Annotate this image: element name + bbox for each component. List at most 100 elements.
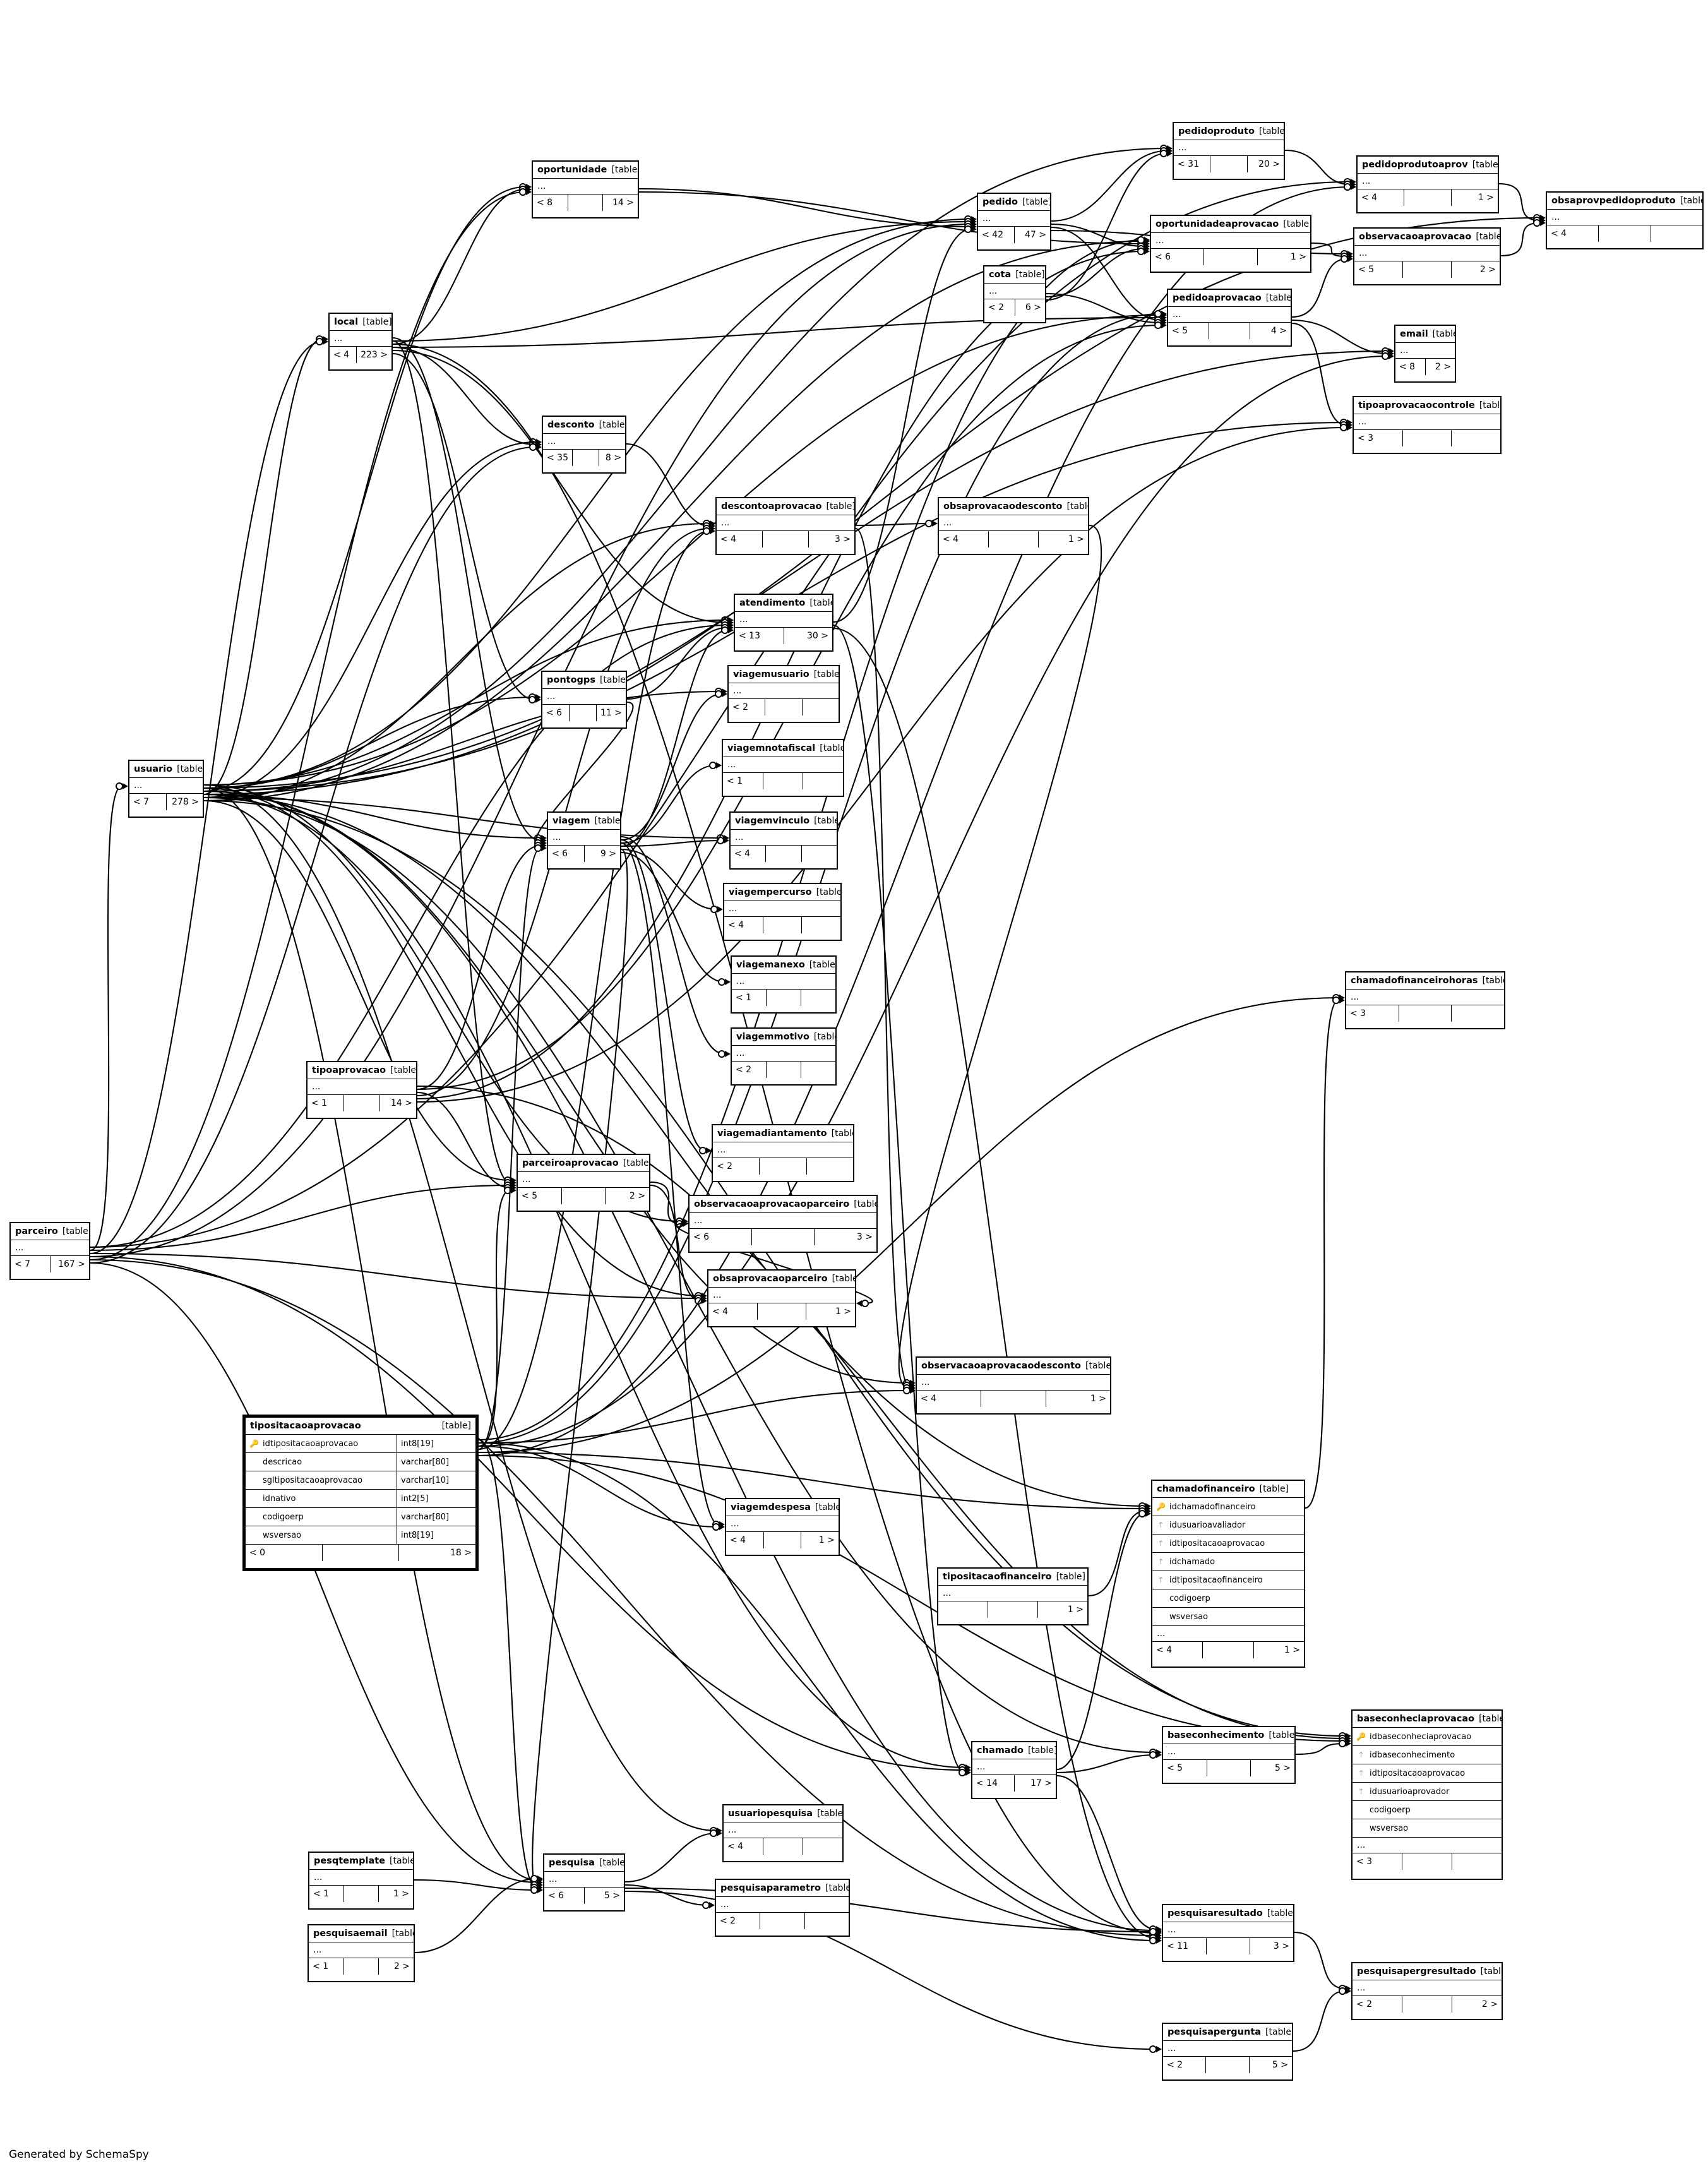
table-oportunidade[interactable]: oportunidade[table]...< 814 > <box>532 160 639 218</box>
table-baseconheciaprovacao[interactable]: baseconheciaprovacao[table]🔑idbaseconhec… <box>1351 1709 1503 1880</box>
parent-count[interactable]: < 4 <box>726 1532 764 1548</box>
child-count[interactable]: 278 > <box>172 797 199 807</box>
parent-count[interactable]: < 4 <box>1547 225 1599 242</box>
column-row[interactable]: ↑idtipositacaofinanceiro <box>1152 1571 1304 1589</box>
table-name[interactable]: cota <box>989 269 1012 280</box>
parent-count[interactable]: < 4 <box>330 347 357 363</box>
table-name[interactable]: viagem <box>552 815 590 826</box>
parent-count[interactable]: < 2 <box>984 299 1015 316</box>
child-count[interactable]: 1 > <box>1067 1605 1084 1615</box>
table-name[interactable]: viagemdespesa <box>731 1502 811 1512</box>
child-count[interactable]: 5 > <box>604 1891 620 1901</box>
table-tipoaprovacaocontrole[interactable]: tipoaprovacaocontrole[table]...< 3 <box>1353 396 1502 454</box>
table-name[interactable]: pesquisa <box>549 1857 595 1868</box>
column-row[interactable]: codigoerp <box>1152 1589 1304 1608</box>
parent-count[interactable]: < 1 <box>723 773 763 789</box>
table-email[interactable]: email[table]...< 82 > <box>1394 325 1456 383</box>
parent-count[interactable]: < 5 <box>1168 323 1209 339</box>
parent-count[interactable]: < 3 <box>1346 1005 1399 1022</box>
table-name[interactable]: viagempercurso <box>729 887 812 897</box>
parent-count[interactable]: < 8 <box>1395 359 1426 375</box>
table-name[interactable]: viagemadiantamento <box>717 1128 827 1139</box>
child-count[interactable]: 11 > <box>600 708 622 718</box>
child-count[interactable]: 2 > <box>1435 362 1451 372</box>
column-row[interactable]: 🔑idbaseconheciaprovacao <box>1353 1728 1502 1746</box>
child-count[interactable]: 2 > <box>629 1191 646 1201</box>
table-viagemanexo[interactable]: viagemanexo[table]...< 1 <box>731 955 837 1014</box>
parent-count[interactable]: < 2 <box>1353 1996 1402 2013</box>
table-desconto[interactable]: desconto[table]...< 358 > <box>542 416 626 474</box>
table-name[interactable]: oportunidadeaprovacao <box>1156 218 1279 229</box>
table-pesquisapergresultado[interactable]: pesquisapergresultado[table]...< 22 > <box>1351 1962 1503 2020</box>
table-name[interactable]: pesquisapergunta <box>1168 2026 1262 2037</box>
table-name[interactable]: observacaoaprovacaoparceiro <box>694 1199 850 1209</box>
parent-count[interactable]: < 7 <box>11 1256 51 1272</box>
column-row[interactable]: ↑idusuarioaprovador <box>1353 1783 1502 1801</box>
table-name[interactable]: tipoaprovacao <box>312 1065 386 1075</box>
table-name[interactable]: pontogps <box>547 674 595 685</box>
table-name[interactable]: descontoaprovacao <box>721 501 822 512</box>
table-name[interactable]: baseconheciaprovacao <box>1357 1713 1475 1724</box>
table-name[interactable]: pesquisaemail <box>313 1928 388 1939</box>
column-row[interactable]: codigoerp <box>1353 1801 1502 1819</box>
table-name[interactable]: parceiroaprovacao <box>522 1158 619 1168</box>
child-count[interactable]: 6 > <box>1025 302 1041 313</box>
parent-count[interactable]: < 2 <box>1163 2057 1207 2073</box>
table-name[interactable]: viagemnotafiscal <box>727 743 816 753</box>
table-viagemadiantamento[interactable]: viagemadiantamento[table]...< 2 <box>712 1124 854 1182</box>
table-obsaprovacaoparceiro[interactable]: obsaprovacaoparceiro[table]...< 41 > <box>707 1269 856 1327</box>
table-name[interactable]: chamado <box>977 1745 1024 1756</box>
table-name[interactable]: viagemanexo <box>736 959 805 970</box>
table-name[interactable]: usuariopesquisa <box>728 1808 813 1819</box>
parent-count[interactable]: < 7 <box>129 794 167 810</box>
column-row[interactable]: ↑idtipositacaoaprovacao <box>1353 1764 1502 1783</box>
table-pedidoaprovacao[interactable]: pedidoaprovacao[table]...< 54 > <box>1167 289 1292 347</box>
child-count[interactable]: 1 > <box>818 1535 835 1545</box>
table-viagemusuario[interactable]: viagemusuario[table]...< 2 <box>727 665 840 723</box>
column-row[interactable]: wsversao <box>1353 1819 1502 1838</box>
parent-count[interactable]: < 42 <box>978 227 1015 243</box>
child-count[interactable]: 1 > <box>1290 252 1306 262</box>
child-count[interactable]: 223 > <box>361 350 388 360</box>
child-count[interactable]: 2 > <box>1481 1999 1498 2009</box>
parent-count[interactable]: < 4 <box>708 1303 758 1320</box>
table-name[interactable]: email <box>1400 328 1428 339</box>
parent-count[interactable]: < 1 <box>309 1958 344 1975</box>
child-count[interactable]: 20 > <box>1258 159 1280 169</box>
table-name[interactable]: parceiro <box>15 1226 58 1236</box>
child-count[interactable]: 30 > <box>807 631 828 641</box>
parent-count[interactable]: < 5 <box>1354 261 1403 278</box>
parent-count[interactable]: < 6 <box>544 1888 585 1904</box>
parent-count[interactable]: < 6 <box>548 846 585 862</box>
parent-count[interactable]: < 0 <box>246 1545 323 1561</box>
table-pesquisaemail[interactable]: pesquisaemail[table]...< 12 > <box>308 1924 415 1982</box>
child-count[interactable]: 1 > <box>1284 1645 1300 1655</box>
table-observacaoaprovacaoparceiro[interactable]: observacaoaprovacaoparceiro[table]...< 6… <box>688 1195 878 1253</box>
table-tipositacaofinanceiro[interactable]: tipositacaofinanceiro[table]...1 > <box>937 1567 1089 1625</box>
child-count[interactable]: 9 > <box>600 849 616 859</box>
column-row[interactable]: ↑idbaseconhecimento <box>1353 1746 1502 1764</box>
parent-count[interactable]: < 8 <box>533 194 568 211</box>
table-parceiroaprovacao[interactable]: parceiroaprovacao[table]...< 52 > <box>517 1154 650 1212</box>
table-name[interactable]: baseconhecimento <box>1168 1730 1265 1740</box>
child-count[interactable]: 167 > <box>58 1259 85 1269</box>
parent-count[interactable]: < 6 <box>1151 249 1205 265</box>
parent-count[interactable]: < 2 <box>729 699 766 715</box>
table-viagemvinculo[interactable]: viagemvinculo[table]...< 4 <box>729 811 838 870</box>
table-viagemnotafiscal[interactable]: viagemnotafiscal[table]...< 1 <box>722 739 844 797</box>
table-name[interactable]: tipositacaoaprovacao <box>250 1420 361 1431</box>
table-observacaoaprovacao[interactable]: observacaoaprovacao[table]...< 52 > <box>1353 227 1501 285</box>
table-name[interactable]: viagemmotivo <box>736 1031 809 1042</box>
parent-count[interactable]: < 11 <box>1163 1938 1207 1954</box>
table-name[interactable]: observacaoaprovacaodesconto <box>921 1360 1082 1371</box>
table-name[interactable]: obsaprovpedidoproduto <box>1551 195 1676 206</box>
